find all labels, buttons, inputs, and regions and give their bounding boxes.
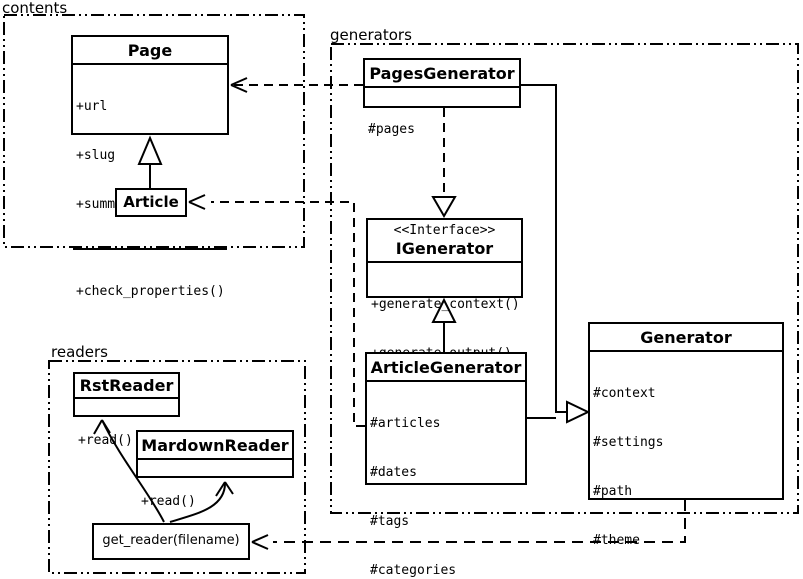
methods-compartment: +read() bbox=[75, 397, 178, 484]
package-label-readers: readers bbox=[51, 343, 108, 361]
class-name: ArticleGenerator bbox=[370, 358, 522, 377]
open-arrowhead-icon bbox=[230, 77, 248, 93]
attributes-compartment: #pages bbox=[365, 86, 519, 173]
hollow-triangle-icon bbox=[431, 196, 457, 218]
dependency-generator-to-get-reader bbox=[251, 500, 686, 550]
class-box-article-generator: ArticleGenerator #articles #dates #tags … bbox=[365, 352, 527, 578]
attribute: #theme bbox=[593, 533, 640, 549]
package-label-contents: contents bbox=[2, 0, 68, 17]
method: +read() bbox=[78, 432, 133, 448]
realization-pages-generator-to-igenerator bbox=[431, 108, 457, 218]
function-label: get_reader(filename) bbox=[102, 533, 240, 548]
class-box-article: Article bbox=[115, 188, 187, 217]
attributes-compartment: #context #settings #path #theme #output_… bbox=[590, 350, 782, 579]
package-border-contents bbox=[3, 14, 305, 248]
hollow-triangle-icon bbox=[137, 135, 163, 165]
dependency-pages-generator-to-page bbox=[230, 77, 363, 93]
attribute: #pages bbox=[368, 121, 415, 137]
class-name: Article bbox=[123, 193, 179, 211]
class-name: RstReader bbox=[79, 376, 174, 395]
attribute: #path bbox=[593, 484, 633, 500]
class-box-igenerator: <<Interface>> IGenerator +generate_conte… bbox=[366, 218, 523, 361]
attribute: #dates bbox=[370, 465, 417, 481]
method: +check_properties() bbox=[76, 284, 225, 300]
class-name: PagesGenerator bbox=[369, 64, 515, 83]
class-box-pages-generator: PagesGenerator #pages bbox=[363, 58, 521, 137]
class-box-generator: Generator #context #settings #path #them… bbox=[588, 322, 784, 548]
open-arrowhead-icon bbox=[93, 419, 111, 435]
inheritance-generators-to-generator bbox=[521, 84, 591, 424]
inheritance-article-generator-to-igenerator bbox=[431, 297, 457, 352]
attribute: #articles bbox=[370, 415, 441, 431]
class-name: Page bbox=[127, 41, 173, 60]
open-arrowhead-icon bbox=[215, 481, 234, 497]
class-name: IGenerator bbox=[395, 239, 494, 258]
dependency-article-generator-to-article bbox=[188, 194, 365, 427]
methods-compartment: +check_properties() bbox=[73, 248, 227, 335]
attributes-compartment: #articles #dates #tags #categories bbox=[367, 380, 525, 579]
hollow-triangle-icon bbox=[431, 297, 457, 323]
class-name: MardownReader bbox=[141, 436, 289, 455]
package-label-generators: generators bbox=[330, 26, 412, 44]
class-name: Generator bbox=[640, 328, 732, 347]
class-box-rst-reader: RstReader +read() bbox=[73, 372, 180, 448]
package-border-readers bbox=[48, 360, 306, 574]
attribute: +slug bbox=[76, 148, 116, 164]
attributes-compartment: +url +slug +summary bbox=[73, 63, 227, 248]
function-box-get-reader: get_reader(filename) bbox=[92, 523, 250, 560]
attribute: #categories bbox=[370, 563, 457, 579]
attribute: #context bbox=[593, 385, 656, 401]
package-border-generators bbox=[330, 43, 799, 514]
attribute: #tags bbox=[370, 514, 410, 530]
method: +generate_context() bbox=[371, 296, 520, 312]
method: +read() bbox=[141, 493, 196, 509]
methods-compartment: +read() bbox=[138, 458, 292, 545]
open-arrowhead-icon bbox=[188, 194, 206, 210]
arrow-get-reader-to-rst-reader bbox=[93, 419, 165, 523]
inheritance-article-to-page bbox=[137, 135, 163, 188]
class-box-page: Page +url +slug +summary +check_properti… bbox=[71, 35, 229, 299]
attribute: +url bbox=[76, 98, 108, 114]
attribute: #settings bbox=[593, 435, 664, 451]
arrow-get-reader-to-mardown-reader bbox=[169, 481, 234, 523]
hollow-triangle-icon bbox=[566, 400, 591, 424]
stereotype-label: <<Interface>> bbox=[393, 223, 496, 238]
open-arrowhead-icon bbox=[251, 534, 269, 550]
class-box-mardown-reader: MardownReader +read() bbox=[136, 430, 294, 509]
